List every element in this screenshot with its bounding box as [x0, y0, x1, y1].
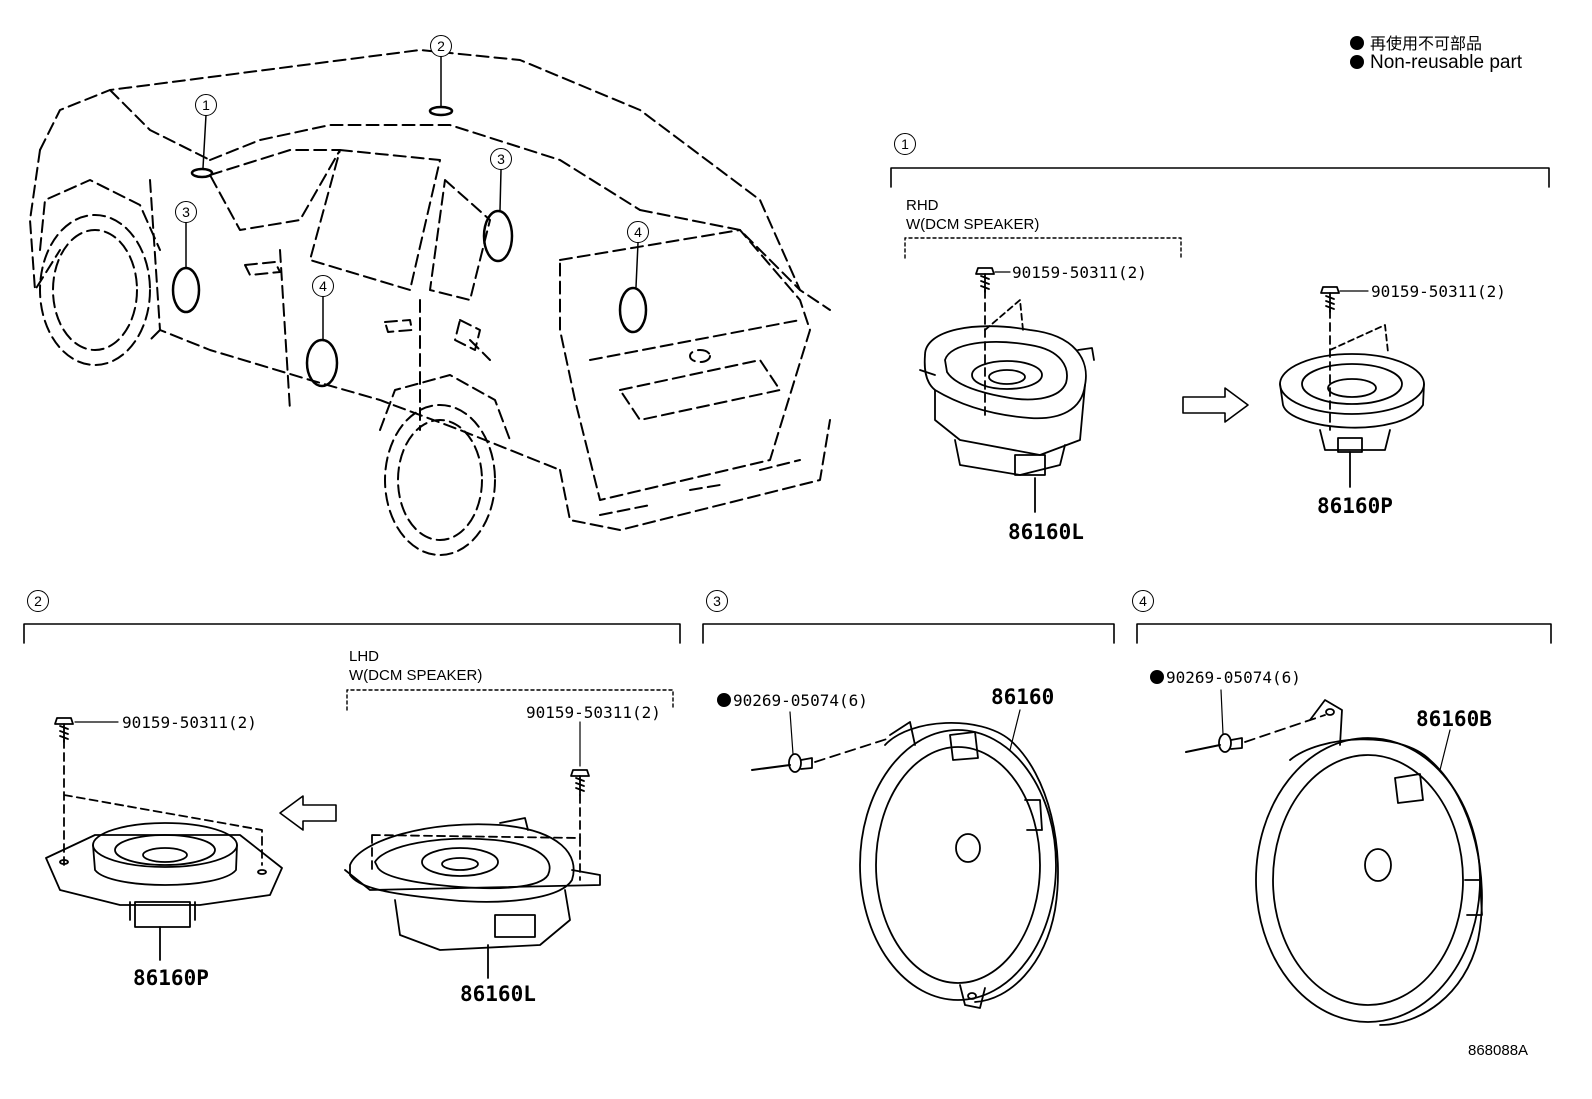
vehicle-callout-3b: 3	[490, 148, 512, 170]
section-2-part-left: 86160P	[133, 966, 209, 990]
section-3-rivet-text: 90269-05074(6)	[733, 691, 868, 710]
replacement-arrow-s1	[1182, 387, 1249, 423]
section-3-number: 3	[706, 590, 728, 612]
vehicle-callout-4a: 4	[312, 275, 334, 297]
condition-brackets	[346, 237, 1182, 711]
non-reusable-dot-icon	[1150, 670, 1164, 684]
section-1-option: W(DCM SPEAKER)	[906, 216, 1040, 233]
section-3-rivet: 90269-05074(6)	[717, 691, 868, 710]
section-1-condition: RHD	[906, 197, 939, 214]
vehicle-callout-1: 1	[195, 94, 217, 116]
vehicle-callout-leaders	[185, 55, 639, 340]
section-1-part-left: 86160L	[1008, 520, 1084, 544]
section-1-bolt-right: 90159-50311(2)	[1371, 282, 1506, 301]
figure-reference: 868088A	[1468, 1042, 1529, 1059]
section-2-condition: LHD	[349, 648, 380, 665]
non-reusable-dot-icon	[1350, 55, 1364, 69]
section-2-bolt-right: 90159-50311(2)	[526, 703, 661, 722]
legend-english: Non-reusable part	[1350, 52, 1522, 74]
vehicle-speaker-locations	[171, 105, 648, 388]
section-4-rivet-text: 90269-05074(6)	[1166, 668, 1301, 687]
section-2-option: W(DCM SPEAKER)	[349, 667, 483, 684]
section-4-rivet: 90269-05074(6)	[1150, 668, 1301, 687]
non-reusable-dot-icon	[1350, 36, 1364, 50]
section-brackets	[23, 167, 1552, 644]
legend-japanese-text: 再使用不可部品	[1370, 36, 1483, 53]
vehicle-callout-4b: 4	[627, 221, 649, 243]
legend-english-text: Non-reusable part	[1370, 52, 1523, 73]
section-2-bolt-left: 90159-50311(2)	[122, 713, 257, 732]
vehicle-callout-2: 2	[430, 35, 452, 57]
speaker-86160P-s2-drawing	[45, 717, 283, 961]
speaker-86160L-s1-drawing	[919, 267, 1095, 513]
section-1-part-right: 86160P	[1317, 494, 1393, 518]
section-1-bolt-left: 90159-50311(2)	[1012, 263, 1147, 282]
section-2-number: 2	[27, 590, 49, 612]
legend-japanese: 再使用不可部品	[1350, 30, 1482, 55]
speaker-86160L-s2-drawing	[344, 721, 601, 979]
speaker-86160B-drawing	[1185, 689, 1483, 1026]
section-4-part: 86160B	[1416, 707, 1492, 731]
section-4-number: 4	[1132, 590, 1154, 612]
vehicle-phantom-outline	[29, 49, 831, 556]
speaker-86160P-s1-drawing	[1279, 286, 1425, 488]
section-1-number: 1	[894, 133, 916, 155]
section-2-part-right: 86160L	[460, 982, 536, 1006]
vehicle-callout-3a: 3	[175, 201, 197, 223]
replacement-arrow-s2	[279, 795, 337, 831]
speaker-86160-drawing	[751, 709, 1059, 1009]
section-3-part: 86160	[991, 685, 1055, 709]
non-reusable-dot-icon	[717, 693, 731, 707]
